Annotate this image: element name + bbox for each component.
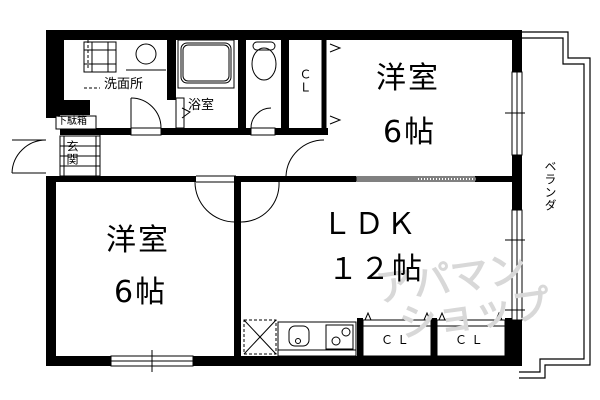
balcony-outline [519,31,591,379]
ldk-closets [362,311,506,357]
ldk-name: ＬＤＫ [322,207,418,242]
bathroom-label: 浴室 [188,98,215,113]
window-bottom [110,350,194,372]
shoe-box-label: 下駄箱 [57,116,87,127]
washroom-label: 洗面所 [104,77,144,92]
balcony-label: ベランダ [543,160,557,212]
bathtub-icon [175,39,235,129]
western-room-2-name: 洋室 [106,223,170,258]
washroom-door [130,97,162,136]
toilet-icon [250,41,277,136]
sliding-door [355,176,477,182]
western-room-2-size: 6帖 [114,275,168,310]
entrance-label: 玄関 [65,140,79,166]
western-room-1-size: 6帖 [383,115,437,150]
ldk-closet-1-label: ＣＬ [381,333,414,347]
hall-closet-label: ＣＬ [298,68,312,94]
hall-closet [321,40,342,128]
windows-right [505,71,525,321]
ldk-closet-2-label: ＣＬ [455,333,488,347]
western-room-1-name: 洋室 [376,61,440,96]
ldk-size: １２帖 [328,252,424,287]
kitchen [243,319,357,357]
lower-doors [194,175,280,223]
walls [46,30,522,366]
washroom-fixtures [83,40,166,89]
room1-door [285,139,325,177]
entrance [11,115,101,177]
